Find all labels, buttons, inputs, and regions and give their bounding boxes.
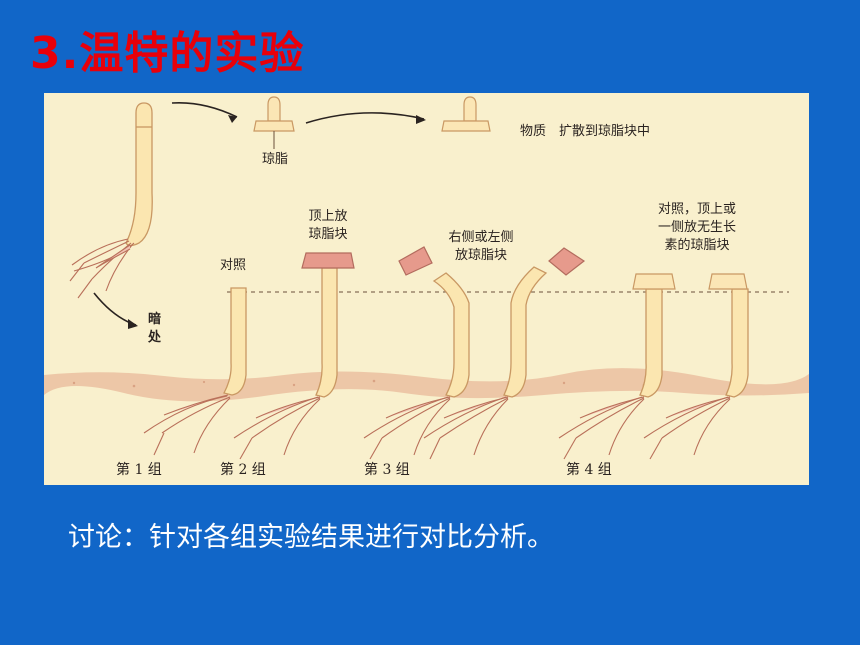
substance-spread-label: 物质 扩散到琼脂块中 [520,124,651,139]
agar-blocks [301,246,748,290]
control-stem [223,287,247,396]
group4-stem-left [639,288,663,398]
discussion-text: 讨论：针对各组实验结果进行对比分析。 [68,522,554,553]
side-agar-label-1: 右侧或左侧 [448,230,514,245]
group-3-label: 第 3 组 [364,462,410,478]
dark-label-1: 暗 [148,312,162,327]
initial-seedling [125,102,153,247]
soil-band [44,368,809,402]
roots-g3b [423,396,509,460]
group-1-label: 第 1 组 [116,462,162,478]
agar-side-right [548,247,586,276]
agar-with-tip-2 [441,96,491,132]
side-agar-label-2: 放琼脂块 [454,248,507,263]
agar-side-left [398,246,433,276]
control-top-label-1: 对照，顶上或 [657,202,736,217]
control-top-label-2: 一侧放无生长 [657,220,736,235]
slide-title: 3.温特的实验 [30,28,305,79]
control-label: 对照 [220,258,247,273]
top-agar-stem [315,267,338,398]
experiment-illustration [44,96,809,460]
top-agar-label-1: 顶上放 [308,209,348,224]
roots-g3a [363,396,451,460]
agar-plain-2 [708,273,748,290]
agar-with-tip-1 [253,96,295,149]
agar-top-treated [301,252,355,269]
seedling-roots-1 [69,238,135,299]
group-2-label: 第 2 组 [220,462,266,478]
agar-plain-1 [632,273,676,290]
arrow-heads [128,115,426,329]
control-top-label-3: 素的琼脂块 [664,238,730,253]
group-4-label: 第 4 组 [566,462,612,478]
stems-bottom [223,266,749,398]
roots-g2 [233,396,321,460]
agar-label: 琼脂 [262,152,289,167]
bent-stem-right [503,266,548,398]
roots-g1 [143,394,231,456]
roots-g4b [643,396,731,460]
bent-stem-left [432,272,470,398]
top-agar-label-2: 琼脂块 [308,227,348,242]
went-experiment-figure: 琼脂 物质 扩散到琼脂块中 暗 处 对照 顶上放 琼脂块 右侧或左侧 放琼脂块 … [44,93,809,485]
dark-label-2: 处 [148,330,162,345]
roots-g4a [558,396,645,460]
group4-stem-right [725,288,749,398]
bottom-roots [143,394,731,460]
